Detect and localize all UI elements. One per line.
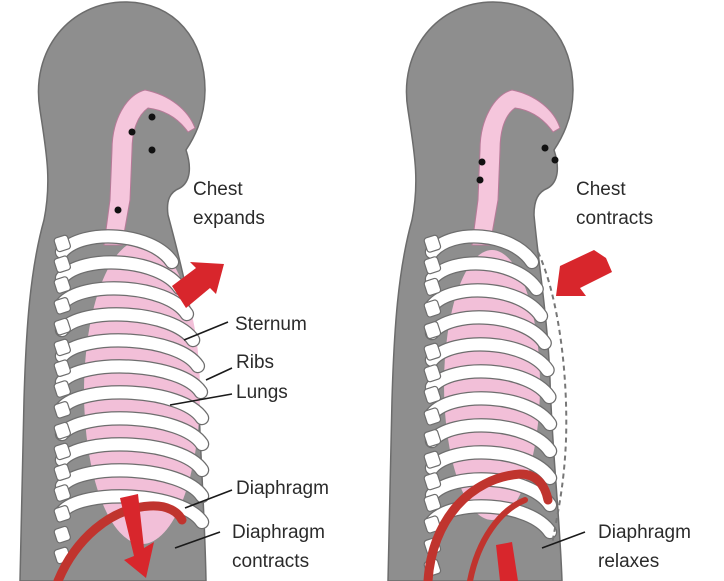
air-flow-dot-icon: [115, 207, 122, 214]
ribs-label: Ribs: [236, 352, 274, 373]
air-flow-dot-icon: [479, 159, 486, 166]
sternum-label: Sternum: [235, 314, 307, 335]
diaphragm-contracts-label: Diaphragm contracts: [232, 522, 330, 572]
air-flow-dot-icon: [542, 145, 549, 152]
air-flow-dot-icon: [129, 129, 136, 136]
chest-expands-label: Chest expands: [193, 179, 265, 229]
ribs-leader-line: [206, 368, 232, 380]
diaphragm-relaxes-label: Diaphragm relaxes: [598, 522, 696, 572]
exhale-figure: [388, 2, 573, 581]
air-flow-dot-icon: [149, 147, 156, 154]
diaphragm-label: Diaphragm: [236, 478, 329, 499]
air-flow-dot-icon: [552, 157, 559, 164]
chest-contracts-label: Chest contracts: [576, 179, 653, 229]
air-flow-dot-icon: [149, 114, 156, 121]
air-flow-dot-icon: [477, 177, 484, 184]
lungs-label: Lungs: [236, 382, 288, 403]
chest-contracts-arrow-icon: [556, 250, 612, 296]
